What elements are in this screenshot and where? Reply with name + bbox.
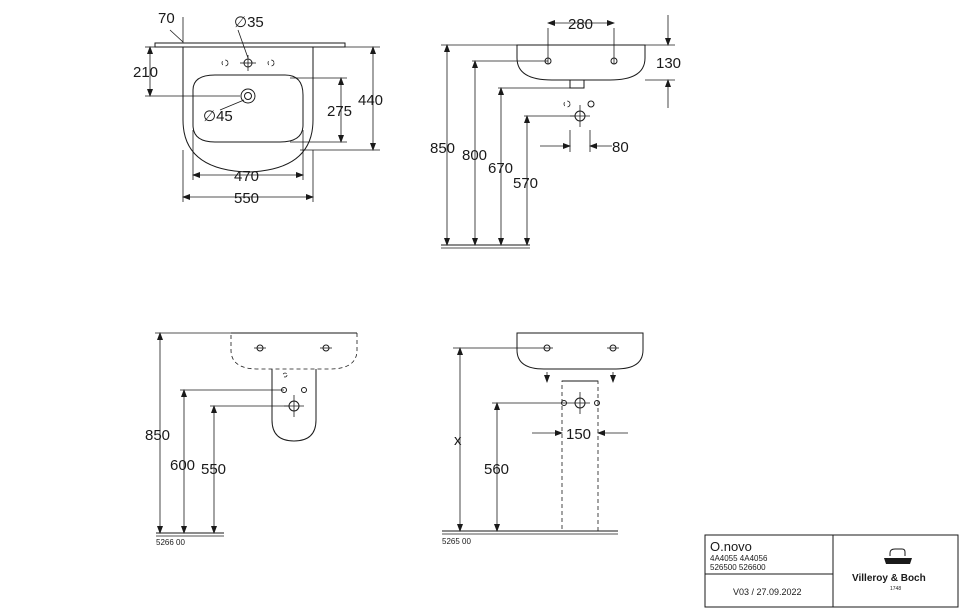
tap-hole-optional-right xyxy=(267,59,275,67)
brand-year: 1748 xyxy=(890,586,901,592)
product-name: O.novo xyxy=(710,539,752,554)
semi-pedestal xyxy=(271,369,317,442)
dim-600: 600 xyxy=(170,457,195,474)
semi-pedestal-view: 5266 00 850 600 550 xyxy=(145,332,358,547)
bowl-outline xyxy=(192,74,304,143)
dim-d45: ∅45 xyxy=(203,108,233,125)
product-code: 5265 00 xyxy=(442,537,471,546)
dim-850: 850 xyxy=(430,140,455,157)
dim-70: 70 xyxy=(158,10,175,27)
wall-strip xyxy=(154,42,346,48)
dim-800: 800 xyxy=(462,147,487,164)
tap-hole-optional-left xyxy=(221,59,229,67)
dim-80: 80 xyxy=(612,139,629,156)
dim-210: 210 xyxy=(133,64,158,81)
brand-name: Villeroy & Boch xyxy=(852,573,926,584)
dim-560: 560 xyxy=(484,461,509,478)
dim-440: 440 xyxy=(358,92,383,109)
dim-d35: ∅35 xyxy=(234,14,264,31)
basin-front xyxy=(516,332,644,370)
trap-fixing-left xyxy=(587,100,595,108)
dim-470: 470 xyxy=(234,168,259,185)
dim-850: 850 xyxy=(145,427,170,444)
basin-dashed xyxy=(230,332,358,370)
dim-x: x xyxy=(454,432,462,449)
product-code: 5266 00 xyxy=(156,538,185,547)
dim-280: 280 xyxy=(568,16,593,33)
dim-275: 275 xyxy=(327,103,352,120)
brand-logo-icon xyxy=(884,548,912,564)
product-codes-1: 4A4055 4A4056 xyxy=(710,554,768,563)
dim-570: 570 xyxy=(513,175,538,192)
top-view: 70 ∅35 210 440 275 ∅45 470 550 xyxy=(133,10,383,207)
pedestal-view: 5265 00 x 560 150 xyxy=(442,332,644,546)
dim-150: 150 xyxy=(566,426,591,443)
dim-550: 550 xyxy=(201,461,226,478)
waste-outlet xyxy=(240,88,256,104)
dim-550: 550 xyxy=(234,190,259,207)
dim-670: 670 xyxy=(488,160,513,177)
dim-130: 130 xyxy=(656,55,681,72)
basin-front xyxy=(516,44,646,81)
product-codes-2: 526500 526600 xyxy=(710,563,766,572)
waste-stub xyxy=(569,79,585,89)
side-view: 280 130 80 850 800 670 570 xyxy=(430,15,681,249)
version-date: V03 / 27.09.2022 xyxy=(733,587,802,597)
title-block: O.novo 4A4055 4A4056 526500 526600 V03 /… xyxy=(704,534,959,608)
